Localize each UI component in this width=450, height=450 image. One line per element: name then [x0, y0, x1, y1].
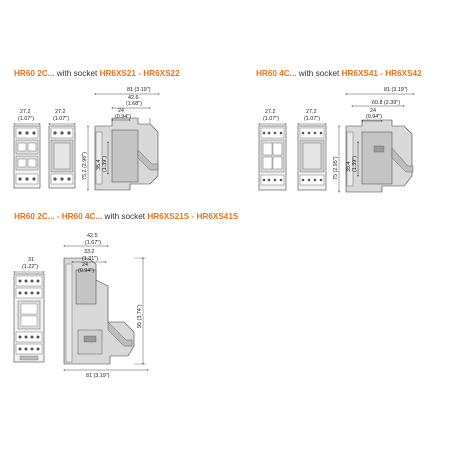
title-top-left-joiner: with socket [54, 69, 100, 78]
svg-text:81 (3.19"): 81 (3.19") [86, 373, 110, 379]
svg-text:27.2: 27.2 [306, 109, 317, 115]
dim-w-side-top-right: 27.2 (1.07") [297, 109, 327, 125]
dim-w-side-top-left: 27.2 (1.07") [48, 109, 76, 125]
svg-text:(1.68"): (1.68") [126, 101, 142, 107]
title-top-right-joiner: with socket [296, 69, 342, 78]
svg-text:(0.94"): (0.94") [115, 114, 131, 120]
svg-text:(1.07"): (1.07") [18, 116, 34, 122]
svg-text:75 (2.95"): 75 (2.95") [333, 156, 339, 180]
dim-w-front-bottom: 31 (1.22") [13, 257, 45, 273]
section-top-left-drawing: 27.2 (1.07") 27.2 (1.07") [13, 87, 160, 191]
front-view-relay-4c [258, 125, 287, 191]
dim-depth-top-left: 81 (3.19") 42.6 (1.68") 24 (0.94") [94, 87, 160, 121]
front-view-relay-socket-s [13, 273, 45, 363]
dim-height-top-left: 75.2 (2.96") 35.4 (1.39") [82, 125, 109, 191]
title-top-left-socket: HR6XS21 - HR6XS22 [99, 69, 180, 78]
title-top-left: HR60 2C... with socket HR6XS21 - HR6XS22 [14, 69, 180, 78]
svg-text:24: 24 [118, 108, 124, 114]
front-view-socket-4c [297, 125, 327, 191]
svg-text:60.8 (2.39"): 60.8 (2.39") [372, 100, 400, 106]
svg-text:24: 24 [370, 108, 376, 114]
front-view-relay-2c [13, 125, 41, 189]
section-bottom-drawing: 31 (1.22") [13, 233, 149, 379]
svg-text:(1.67"): (1.67") [85, 240, 101, 246]
title-bottom-model: HR60 2C... - HR60 4C... [14, 212, 103, 221]
svg-text:42.6: 42.6 [128, 95, 139, 101]
svg-text:(1.31"): (1.31") [82, 256, 98, 262]
svg-text:95 (3.74"): 95 (3.74") [137, 304, 143, 328]
svg-text:(1.07"): (1.07") [53, 116, 69, 122]
svg-text:75.2 (2.96"): 75.2 (2.96") [82, 152, 88, 180]
title-top-left-model: HR60 2C... [14, 69, 55, 78]
dim-height-bottom: 95 (3.74") [134, 257, 146, 365]
title-top-right-socket: HR6XS41 - HR6XS42 [341, 69, 422, 78]
svg-text:81 (3.19"): 81 (3.19") [384, 87, 408, 93]
title-top-right-model: HR60 4C... [256, 69, 297, 78]
front-view-socket-2c [48, 125, 76, 189]
dim-w-front-top-left: 27.2 (1.07") [13, 109, 41, 125]
title-bottom: HR60 2C... - HR60 4C... with socket HR6X… [14, 212, 238, 221]
svg-text:(1.39"): (1.39") [352, 156, 358, 172]
svg-text:27.2: 27.2 [265, 109, 276, 115]
svg-text:(0.94"): (0.94") [78, 268, 94, 274]
section-top-right-drawing: 27.2 (1.07") 27.2 (1.07") [258, 87, 415, 193]
svg-text:(1.07"): (1.07") [263, 116, 279, 122]
title-bottom-socket: HR6XS21S - HR6XS41S [147, 212, 239, 221]
side-view-2c [94, 117, 159, 191]
svg-text:(0.94"): (0.94") [366, 114, 382, 120]
title-top-right: HR60 4C... with socket HR6XS41 - HR6XS42 [256, 69, 422, 78]
dim-w-front-top-right: 27.2 (1.07") [258, 109, 287, 125]
svg-text:(1.07"): (1.07") [304, 116, 320, 122]
svg-text:81 (3.19"): 81 (3.19") [127, 87, 151, 93]
svg-text:(1.22"): (1.22") [22, 264, 38, 270]
side-view-4c [345, 119, 414, 193]
svg-text:27.2: 27.2 [20, 109, 31, 115]
side-view-s [63, 257, 135, 365]
dim-depth-top-right: 81 (3.19") 60.8 (2.39") 24 (0.94") [345, 87, 415, 122]
svg-text:42.5: 42.5 [87, 233, 98, 239]
svg-text:35.4: 35.4 [96, 160, 102, 171]
dim-depth-bottom: 42.5 (1.67") 33.2 (1.31") 24 (0.94") 81 … [63, 233, 149, 379]
svg-text:24: 24 [82, 262, 88, 268]
title-bottom-joiner: with socket [102, 212, 148, 221]
svg-text:31: 31 [28, 257, 34, 263]
svg-text:33.2: 33.2 [84, 249, 95, 255]
svg-text:35.4: 35.4 [346, 162, 352, 173]
svg-text:27.2: 27.2 [55, 109, 66, 115]
svg-text:(1.39"): (1.39") [102, 156, 108, 172]
dim-height-top-right: 75 (2.95") 35.4 (1.39") [333, 125, 359, 193]
